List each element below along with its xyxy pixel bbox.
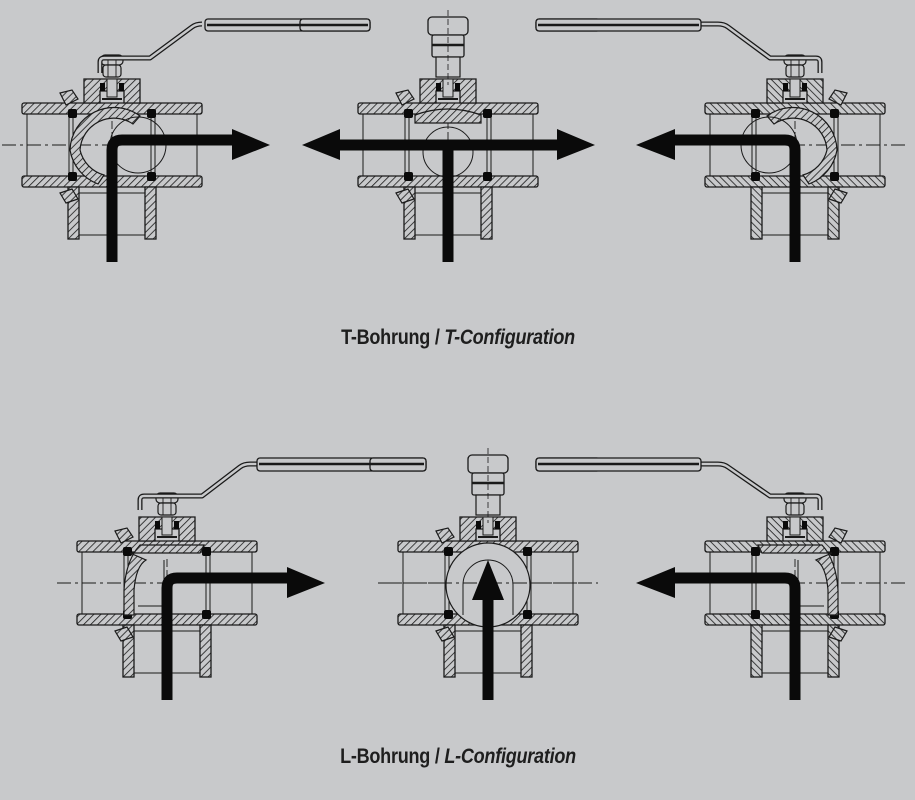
arrowhead-up — [472, 560, 504, 600]
t-valve-center — [299, 8, 601, 262]
caption-en: L-Configuration — [444, 745, 576, 768]
caption-separator: / — [430, 326, 445, 349]
arrowhead-left — [636, 567, 675, 598]
l-valve-center — [369, 446, 601, 700]
l-valve-left — [56, 457, 427, 700]
arrowhead-left — [302, 129, 340, 160]
caption-de: T-Bohrung — [341, 326, 431, 349]
lever-handle — [137, 461, 258, 510]
t-valve-right — [535, 18, 906, 262]
caption-t-configuration: T-Bohrung / T-Configuration — [65, 326, 852, 350]
arrowhead-right — [232, 129, 270, 160]
arrowhead-right — [287, 567, 325, 598]
flow-arrow — [672, 572, 801, 700]
flow-arrow — [161, 572, 290, 700]
l-valve-right — [535, 457, 906, 700]
caption-de: L-Bohrung — [340, 745, 431, 768]
caption-separator: / — [430, 745, 445, 768]
flow-arrow — [106, 134, 235, 262]
t-valve-left — [1, 18, 371, 262]
flow-arrow — [672, 134, 801, 262]
caption-l-configuration: L-Bohrung / L-Configuration — [65, 745, 852, 769]
caption-en: T-Configuration — [444, 326, 575, 349]
arrowhead-right — [557, 129, 595, 160]
arrowhead-left — [636, 129, 675, 160]
